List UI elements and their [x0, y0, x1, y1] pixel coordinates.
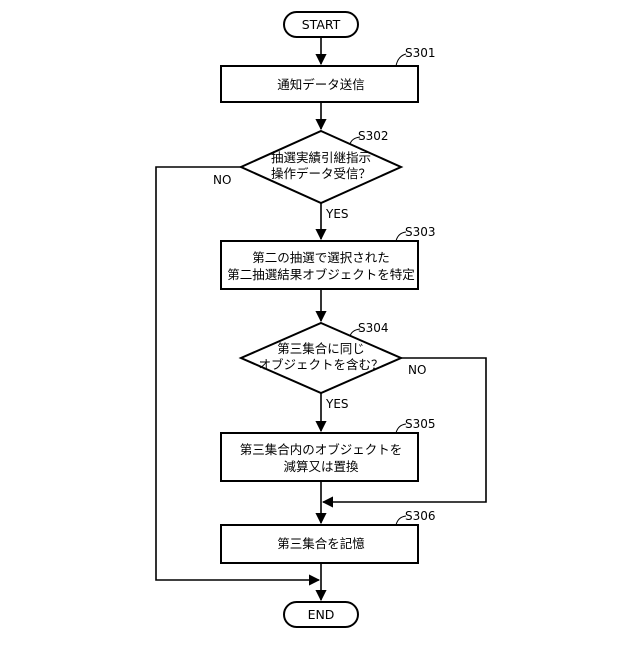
- start-label: START: [302, 17, 341, 32]
- s302-text-line2: 操作データ受信？: [271, 166, 371, 181]
- s304-no-label: NO: [408, 363, 426, 377]
- s305-text-line2: 減算又は置換: [283, 459, 359, 474]
- s302-yes-label: YES: [325, 207, 349, 221]
- end-label: END: [308, 607, 335, 622]
- step-s306: 第三集合を記憶 S306: [221, 509, 436, 563]
- step-s305: 第三集合内のオブジェクトを 減算又は置換 S305: [221, 417, 436, 481]
- s306-id: S306: [405, 509, 436, 523]
- s304-id: S304: [358, 321, 389, 335]
- step-s301: 通知データ送信 S301: [221, 46, 436, 102]
- step-s303: 第二の抽選で選択された 第二抽選結果オブジェクトを特定 S303: [221, 225, 436, 289]
- s301-text: 通知データ送信: [277, 77, 365, 92]
- start-terminal: START: [284, 12, 358, 37]
- s305-text-line1: 第三集合内のオブジェクトを: [240, 442, 403, 457]
- s304-text-line2: オブジェクトを含む？: [258, 357, 383, 372]
- s302-id: S302: [358, 129, 389, 143]
- s304-text-line1: 第三集合に同じ: [277, 341, 365, 356]
- end-terminal: END: [284, 602, 358, 627]
- s303-id: S303: [405, 225, 436, 239]
- s301-id: S301: [405, 46, 436, 60]
- decision-s304: 第三集合に同じ オブジェクトを含む？ S304: [241, 321, 401, 393]
- s302-text-line1: 抽選実績引継指示: [271, 150, 371, 165]
- s304-yes-label: YES: [325, 397, 349, 411]
- s303-text-line2: 第二抽選結果オブジェクトを特定: [227, 267, 415, 282]
- decision-s302: 抽選実績引継指示 操作データ受信？ S302: [241, 129, 401, 203]
- s302-no-label: NO: [213, 173, 231, 187]
- s305-id: S305: [405, 417, 436, 431]
- s303-text-line1: 第二の抽選で選択された: [252, 250, 390, 265]
- s306-text: 第三集合を記憶: [277, 536, 365, 551]
